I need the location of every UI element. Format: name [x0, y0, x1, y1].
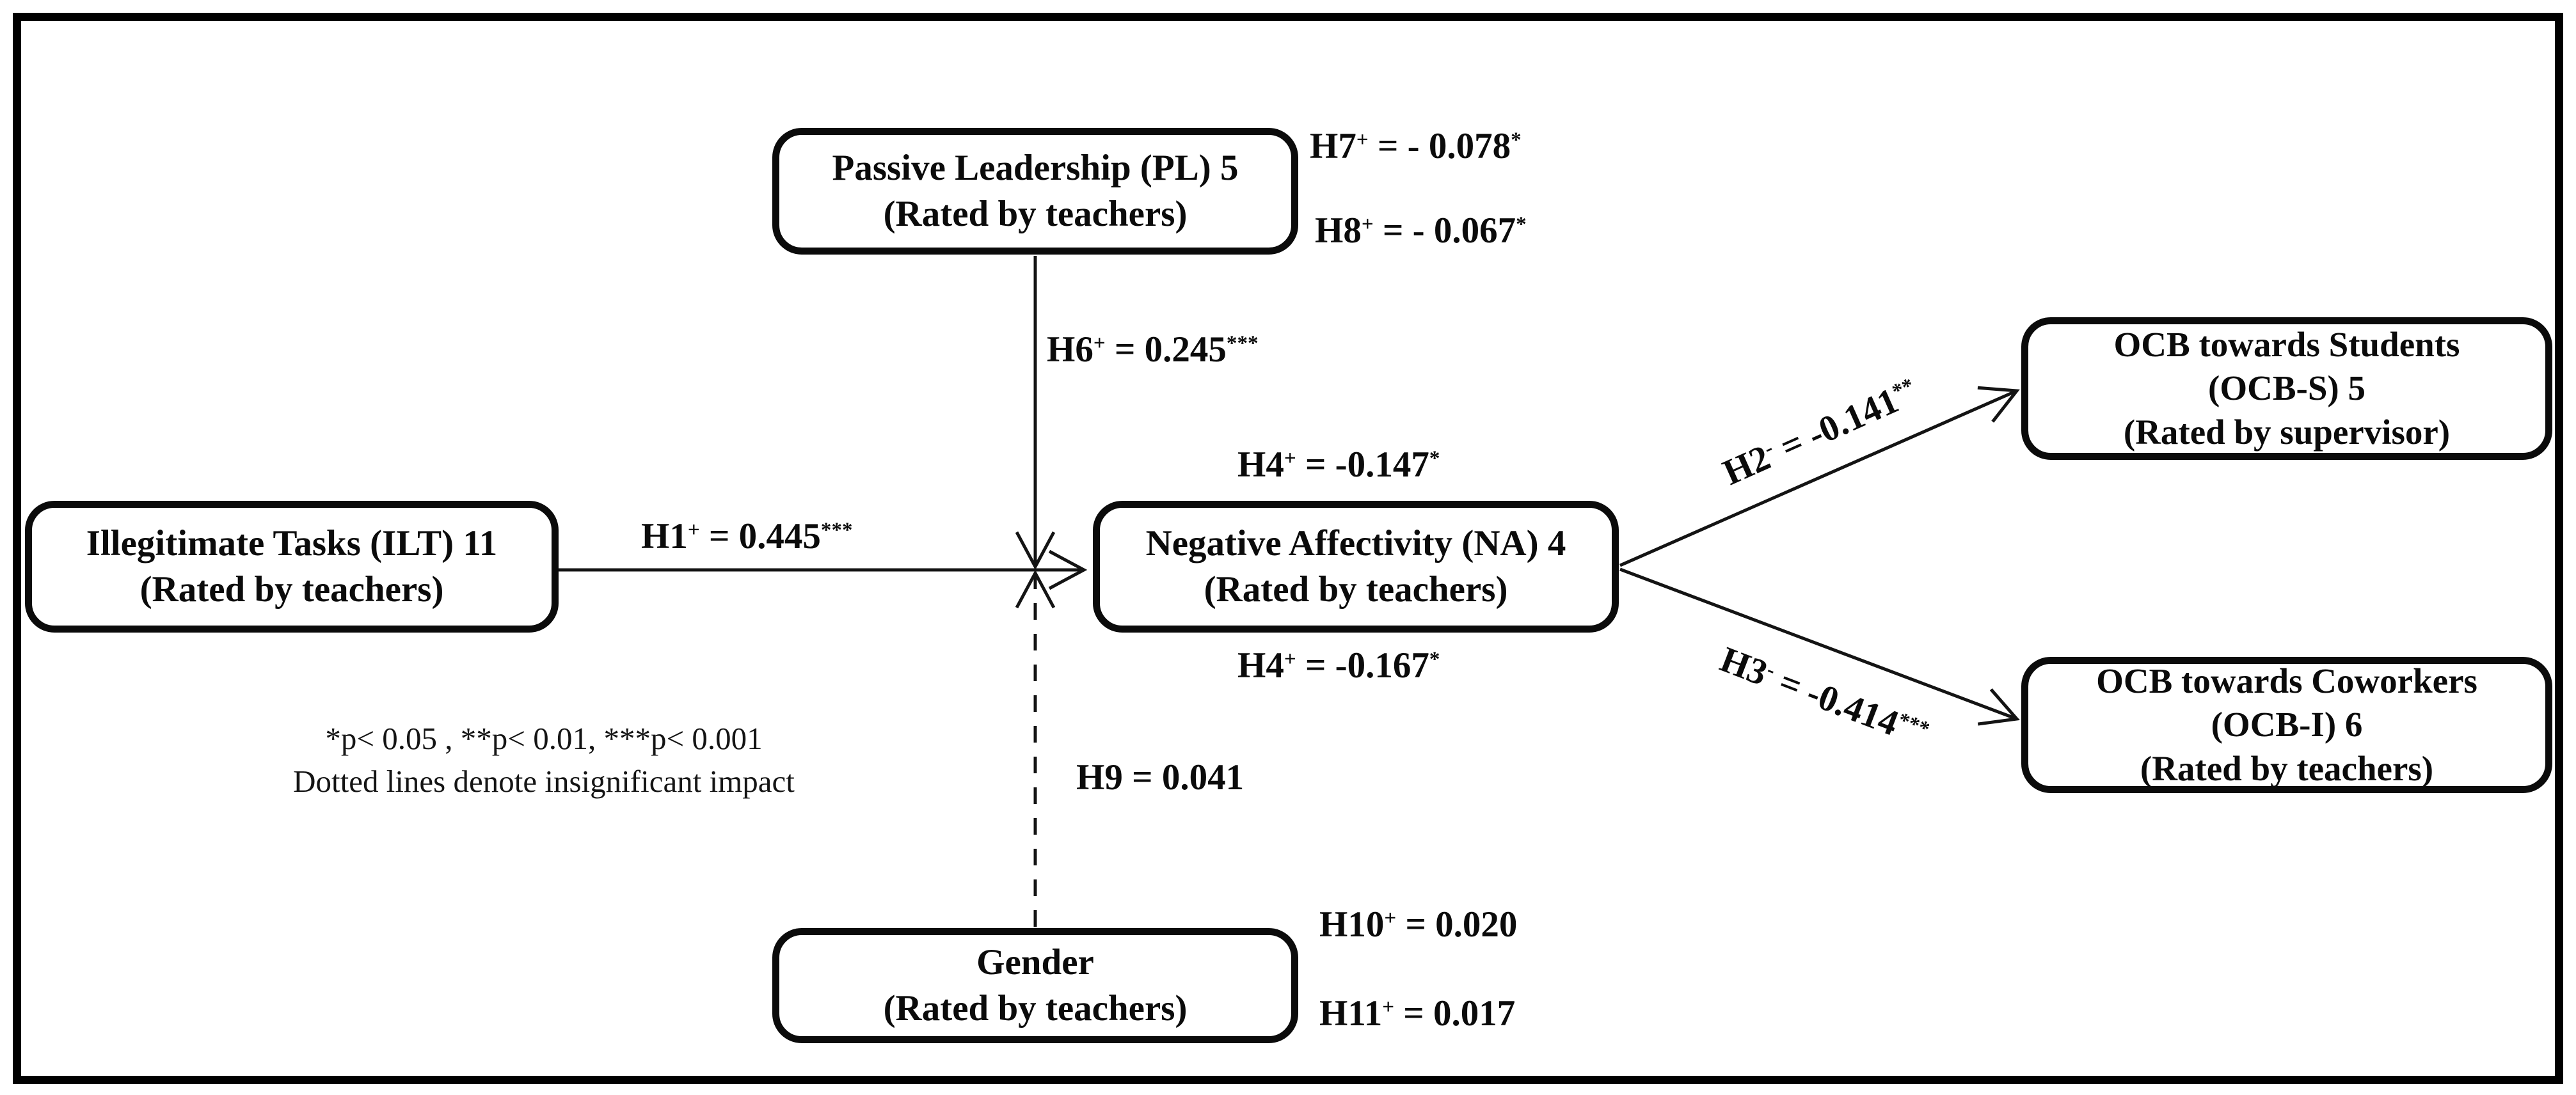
- hypothesis-id: H8: [1315, 210, 1362, 251]
- hypothesis-id: H11: [1319, 993, 1383, 1034]
- hypothesis-sign: +: [1382, 995, 1395, 1019]
- label-h7-coefficient: H7+ = - 0.078*: [1310, 125, 1522, 167]
- significance-stars: *: [1429, 647, 1440, 671]
- node-title2: (OCB-I) 6: [2211, 705, 2363, 744]
- hypothesis-sign: +: [1361, 212, 1374, 236]
- coefficient-value: = 0.041: [1122, 757, 1244, 798]
- node-passive-leadership: Passive Leadership (PL) 5 (Rated by teac…: [772, 128, 1298, 255]
- coefficient-value: = -0.167: [1296, 645, 1429, 686]
- hypothesis-sign: +: [1284, 446, 1296, 470]
- node-illegitimate-tasks: Illegitimate Tasks (ILT) 11 (Rated by te…: [25, 501, 559, 633]
- edge-na-to-ocbs: [1619, 386, 2020, 567]
- label-h11-coefficient: H11+ = 0.017: [1319, 993, 1515, 1034]
- hypothesis-sign: +: [687, 518, 700, 542]
- hypothesis-id: H9: [1076, 757, 1123, 798]
- hypothesis-id: H10: [1319, 904, 1385, 945]
- coefficient-value: = -0.147: [1296, 445, 1429, 485]
- coefficient-value: = - 0.078: [1368, 126, 1511, 166]
- node-subtitle: (Rated by teachers): [883, 194, 1188, 234]
- coefficient-value: = - 0.067: [1373, 210, 1516, 251]
- label-h9-coefficient: H9 = 0.041: [1076, 757, 1244, 798]
- edge-na-to-ocbi: [1619, 567, 2020, 726]
- node-subtitle: (Rated by supervisor): [2123, 412, 2451, 452]
- node-ocb-students: OCB towards Students (OCB-S) 5 (Rated by…: [2021, 317, 2552, 460]
- node-subtitle: (Rated by teachers): [139, 569, 444, 610]
- node-title: OCB towards Students: [2113, 325, 2460, 365]
- hypothesis-sign: +: [1284, 647, 1296, 671]
- significance-stars: *: [1511, 128, 1522, 152]
- node-subtitle: (Rated by teachers): [1204, 569, 1508, 610]
- coefficient-value: = 0.020: [1396, 904, 1518, 945]
- label-h8-coefficient: H8+ = - 0.067*: [1315, 210, 1527, 251]
- node-subtitle: (Rated by teachers): [883, 988, 1188, 1028]
- node-subtitle: (Rated by teachers): [2140, 748, 2434, 788]
- node-gender: Gender (Rated by teachers): [772, 928, 1298, 1043]
- coefficient-value: = 0.445: [699, 516, 821, 556]
- node-title: Illegitimate Tasks (ILT) 11: [86, 523, 498, 564]
- hypothesis-sign: +: [1384, 906, 1397, 930]
- coefficient-value: = 0.017: [1394, 993, 1516, 1034]
- significance-stars: *: [1429, 446, 1440, 470]
- hypothesis-id: H1: [641, 516, 688, 556]
- hypothesis-sign: +: [1356, 128, 1369, 152]
- hypothesis-id: H4: [1237, 445, 1284, 485]
- label-h1-coefficient: H1+ = 0.445***: [641, 516, 853, 557]
- node-title2: (OCB-S) 5: [2208, 368, 2365, 408]
- label-h4-bottom-coefficient: H4+ = -0.167*: [1237, 645, 1440, 686]
- hypothesis-sign: +: [1093, 331, 1106, 355]
- figure-notes: *p< 0.05 , **p< 0.01, ***p< 0.001 Dotted…: [256, 718, 832, 803]
- hypothesis-id: H4: [1237, 645, 1284, 686]
- significance-legend: *p< 0.05 , **p< 0.01, ***p< 0.001: [325, 721, 763, 756]
- label-h4-top-coefficient: H4+ = -0.147*: [1237, 444, 1440, 485]
- significance-stars: *: [1516, 212, 1527, 236]
- coefficient-value: = 0.245: [1105, 329, 1227, 370]
- node-negative-affectivity: Negative Affectivity (NA) 4 (Rated by te…: [1093, 501, 1619, 633]
- node-title: OCB towards Coworkers: [2096, 661, 2477, 701]
- dotted-line-note: Dotted lines denote insignificant impact: [293, 763, 795, 799]
- significance-stars: ***: [820, 518, 853, 542]
- hypothesis-id: H7: [1310, 126, 1356, 166]
- node-title: Gender: [976, 942, 1094, 983]
- label-h6-coefficient: H6+ = 0.245***: [1047, 329, 1259, 370]
- significance-stars: ***: [1226, 331, 1259, 355]
- node-ocb-coworkers: OCB towards Coworkers (OCB-I) 6 (Rated b…: [2021, 657, 2552, 793]
- node-title: Passive Leadership (PL) 5: [832, 148, 1239, 189]
- node-title: Negative Affectivity (NA) 4: [1145, 523, 1566, 564]
- hypothesis-id: H6: [1047, 329, 1093, 370]
- label-h10-coefficient: H10+ = 0.020: [1319, 904, 1517, 945]
